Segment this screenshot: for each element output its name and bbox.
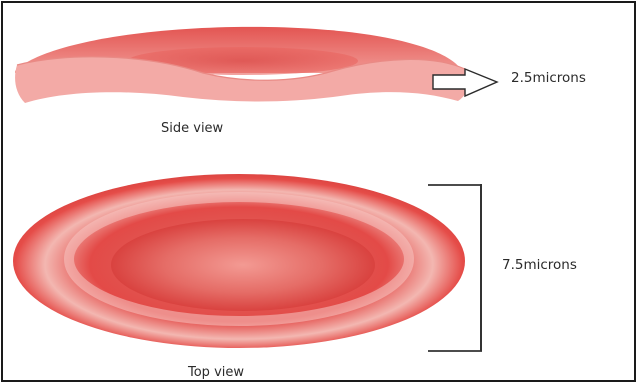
side-view-label: Side view (161, 121, 223, 136)
side-view-cell (15, 27, 468, 103)
rbc-diagram (3, 3, 636, 382)
thickness-label: 2.5microns (511, 70, 586, 86)
top-view-label: Top view (188, 365, 244, 380)
top-cell-center (111, 219, 375, 311)
diameter-label: 7.5microns (502, 257, 577, 273)
diagram-frame: Side view Top view 2.5microns 7.5microns (1, 1, 636, 382)
top-view-cell (13, 174, 465, 348)
